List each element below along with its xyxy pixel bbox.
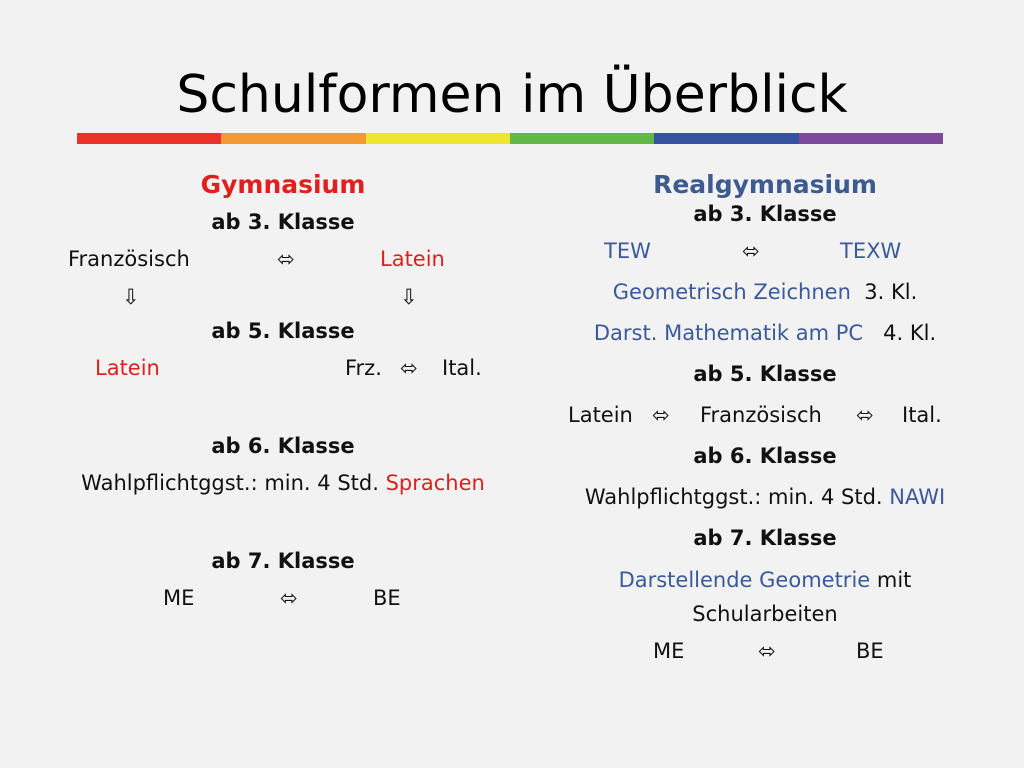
row-klasse5: Latein ⬄ Französisch ⬄ Ital. [530, 395, 1000, 436]
swap-arrow-icon: ⬄ [280, 586, 298, 610]
row-me-be: ME ⬄ BE [530, 631, 1000, 672]
darst-mathematik-text: Darst. Mathematik am PC [593, 321, 864, 345]
slide-title: Schulformen im Überblick [176, 65, 848, 125]
gymnasium-column: Gymnasium ab 3. Klasse Französisch ⬄ Lat… [40, 170, 526, 619]
rainbow-divider [77, 133, 943, 144]
swap-arrow-icon: ⬄ [277, 247, 295, 271]
gymnasium-heading: Gymnasium [200, 170, 366, 199]
tew-text: TEW [604, 239, 651, 263]
me-text: ME [653, 639, 685, 663]
sprachen-text: Sprachen [385, 471, 485, 495]
klasse7-label: ab 7. Klasse [211, 549, 355, 573]
klasse3-label: ab 3. Klasse [211, 210, 355, 234]
realgymnasium-heading: Realgymnasium [653, 170, 877, 199]
swap-arrow-icon: ⬄ [652, 403, 670, 427]
row-geometrisch-zeichnen: Geometrisch Zeichnen 3. Kl. [530, 272, 1000, 313]
texw-text: TEXW [840, 239, 902, 263]
down-arrow-icon: ⇩ [122, 285, 140, 309]
nawi-text: NAWI [889, 485, 946, 509]
swap-arrow-icon: ⬄ [400, 356, 418, 380]
ital-text: Ital. [902, 403, 942, 427]
latein-text: Latein [95, 356, 160, 380]
wahlpflicht-text: Wahlpflichtggst.: min. 4 Std. [584, 485, 883, 509]
row-darstellende-geometrie: Darstellende Geometrie mit [530, 563, 1000, 597]
franzoesisch-text: Französisch [700, 403, 822, 427]
darstellende-geometrie-text: Darstellende Geometrie [618, 568, 871, 592]
row-darst-mathematik: Darst. Mathematik am PC 4. Kl. [530, 313, 1000, 354]
mit-text: mit [876, 568, 912, 592]
franzoesisch-text: Französisch [68, 247, 190, 271]
swap-arrow-icon: ⬄ [758, 639, 776, 663]
be-text: BE [856, 639, 884, 663]
frz-text: Frz. [345, 356, 382, 380]
latein-text: Latein [380, 247, 445, 271]
row-klasse7: ME ⬄ BE [40, 578, 526, 619]
klasse6-label: ab 6. Klasse [693, 444, 837, 468]
geometrisch-zeichnen-text: Geometrisch Zeichnen [612, 280, 851, 304]
schularbeiten-text: Schularbeiten [692, 602, 838, 626]
swap-arrow-icon: ⬄ [742, 239, 760, 263]
klasse3-label: ab 3. Klasse [693, 202, 837, 226]
klasse5-label: ab 5. Klasse [211, 319, 355, 343]
row-klasse6: Wahlpflichtggst.: min. 4 Std. NAWI [530, 477, 1000, 518]
realgymnasium-column: Realgymnasium ab 3. Klasse TEW ⬄ TEXW Ge… [530, 170, 1000, 672]
grade-3-text: 3. Kl. [864, 280, 918, 304]
swap-arrow-icon: ⬄ [856, 403, 874, 427]
row-down-arrows: ⇩ ⇩ [40, 280, 526, 314]
down-arrow-icon: ⇩ [400, 285, 418, 309]
ital-text: Ital. [442, 356, 482, 380]
row-klasse5: Latein Frz. ⬄ Ital. [40, 348, 526, 389]
be-text: BE [373, 586, 401, 610]
grade-4-text: 4. Kl. [883, 321, 937, 345]
me-text: ME [163, 586, 195, 610]
klasse6-label: ab 6. Klasse [211, 434, 355, 458]
klasse7-label: ab 7. Klasse [693, 526, 837, 550]
latein-text: Latein [568, 403, 633, 427]
row-klasse3: Französisch ⬄ Latein [40, 239, 526, 280]
row-tew: TEW ⬄ TEXW [530, 231, 1000, 272]
wahlpflicht-text: Wahlpflichtggst.: min. 4 Std. [81, 471, 379, 495]
klasse5-label: ab 5. Klasse [693, 362, 837, 386]
row-klasse6: Wahlpflichtggst.: min. 4 Std. Sprachen [40, 463, 526, 504]
